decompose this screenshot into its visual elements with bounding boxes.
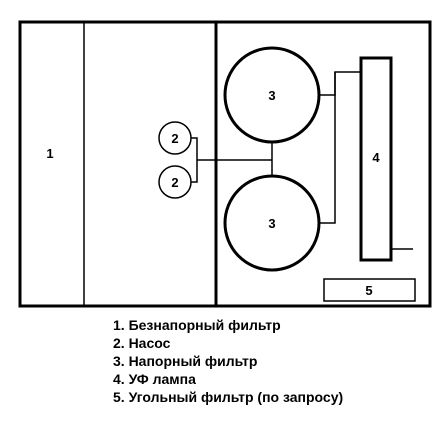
uv-bottom-connector (319, 72, 336, 224)
legend-item: 3. Напорный фильтр (113, 353, 258, 369)
legend-item: 2. Насос (113, 335, 171, 351)
legend: 1. Безнапорный фильтр 2. Насос 3. Напорн… (113, 316, 343, 406)
carbon-filter (323, 278, 416, 302)
legend-item: 4. УФ лампа (113, 371, 196, 387)
legend-item: 5. Угольный фильтр (по запросу) (113, 389, 344, 405)
pressure-filter-top-label: 3 (268, 88, 275, 103)
uv-lamp (359, 56, 393, 262)
pump-connector (191, 137, 272, 183)
pressure-filter-bottom-label: 3 (268, 216, 275, 231)
pump-bottom-label: 2 (171, 175, 178, 190)
tank-1-label: 1 (46, 146, 53, 161)
uv-lamp-label: 4 (372, 150, 380, 165)
outer-frame (18, 20, 432, 308)
pump-top-label: 2 (171, 131, 178, 146)
carbon-filter-label: 5 (365, 283, 372, 298)
legend-item: 1. Безнапорный фильтр (113, 317, 281, 333)
uv-top-connector (319, 71, 361, 96)
